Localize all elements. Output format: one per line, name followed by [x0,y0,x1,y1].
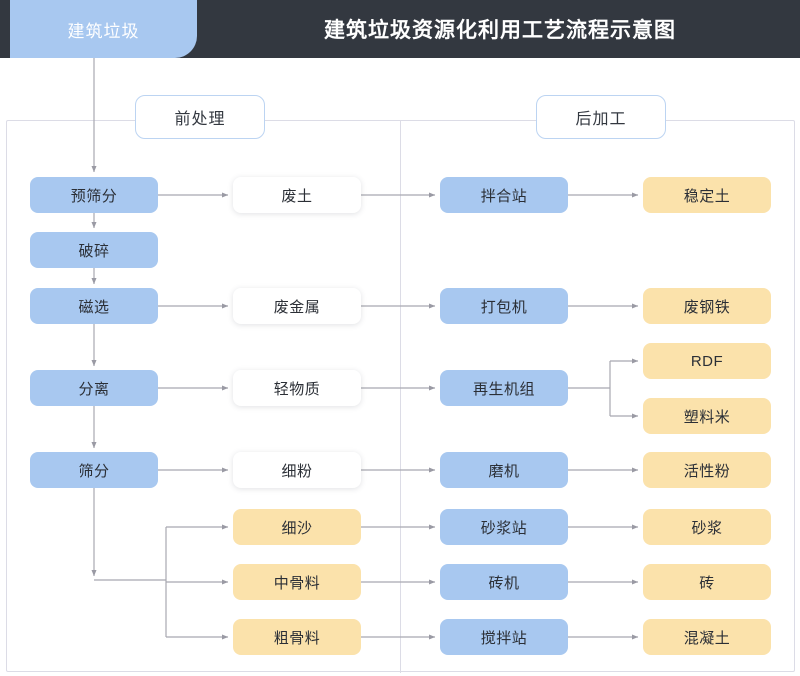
node-brickMachine[interactable]: 砖机 [440,564,568,600]
section-chip-postprocessing: 后加工 [536,95,666,139]
node-fineSand[interactable]: 细沙 [233,509,361,545]
node-rdf[interactable]: RDF [643,343,771,379]
node-plasticRice[interactable]: 塑料米 [643,398,771,434]
page-title: 建筑垃圾资源化利用工艺流程示意图 [324,19,676,42]
node-wasteMetal[interactable]: 废金属 [233,288,361,324]
node-stableSoil[interactable]: 稳定土 [643,177,771,213]
node-coarseAgg[interactable]: 粗骨料 [233,619,361,655]
node-separate[interactable]: 分离 [30,370,158,406]
node-screen[interactable]: 筛分 [30,452,158,488]
stage-divider [400,120,401,673]
node-mixStation[interactable]: 拌合站 [440,177,568,213]
node-baler[interactable]: 打包机 [440,288,568,324]
node-finePowder[interactable]: 细粉 [233,452,361,488]
node-crush[interactable]: 破碎 [30,232,158,268]
node-mortarPlant[interactable]: 砂浆站 [440,509,568,545]
node-concrete[interactable]: 混凝土 [643,619,771,655]
node-wasteSoil[interactable]: 废土 [233,177,361,213]
node-regenUnit[interactable]: 再生机组 [440,370,568,406]
section-chip-preprocessing: 前处理 [135,95,265,139]
node-grinder[interactable]: 磨机 [440,452,568,488]
node-magnetic[interactable]: 磁选 [30,288,158,324]
node-scrapSteel[interactable]: 废钢铁 [643,288,771,324]
node-preScreen[interactable]: 预筛分 [30,177,158,213]
node-brick[interactable]: 砖 [643,564,771,600]
node-batchPlant[interactable]: 搅拌站 [440,619,568,655]
node-lightMatter[interactable]: 轻物质 [233,370,361,406]
header-tab-construction-waste[interactable]: 建筑垃圾 [10,0,197,58]
node-activePowder[interactable]: 活性粉 [643,452,771,488]
node-mortar[interactable]: 砂浆 [643,509,771,545]
node-midAgg[interactable]: 中骨料 [233,564,361,600]
